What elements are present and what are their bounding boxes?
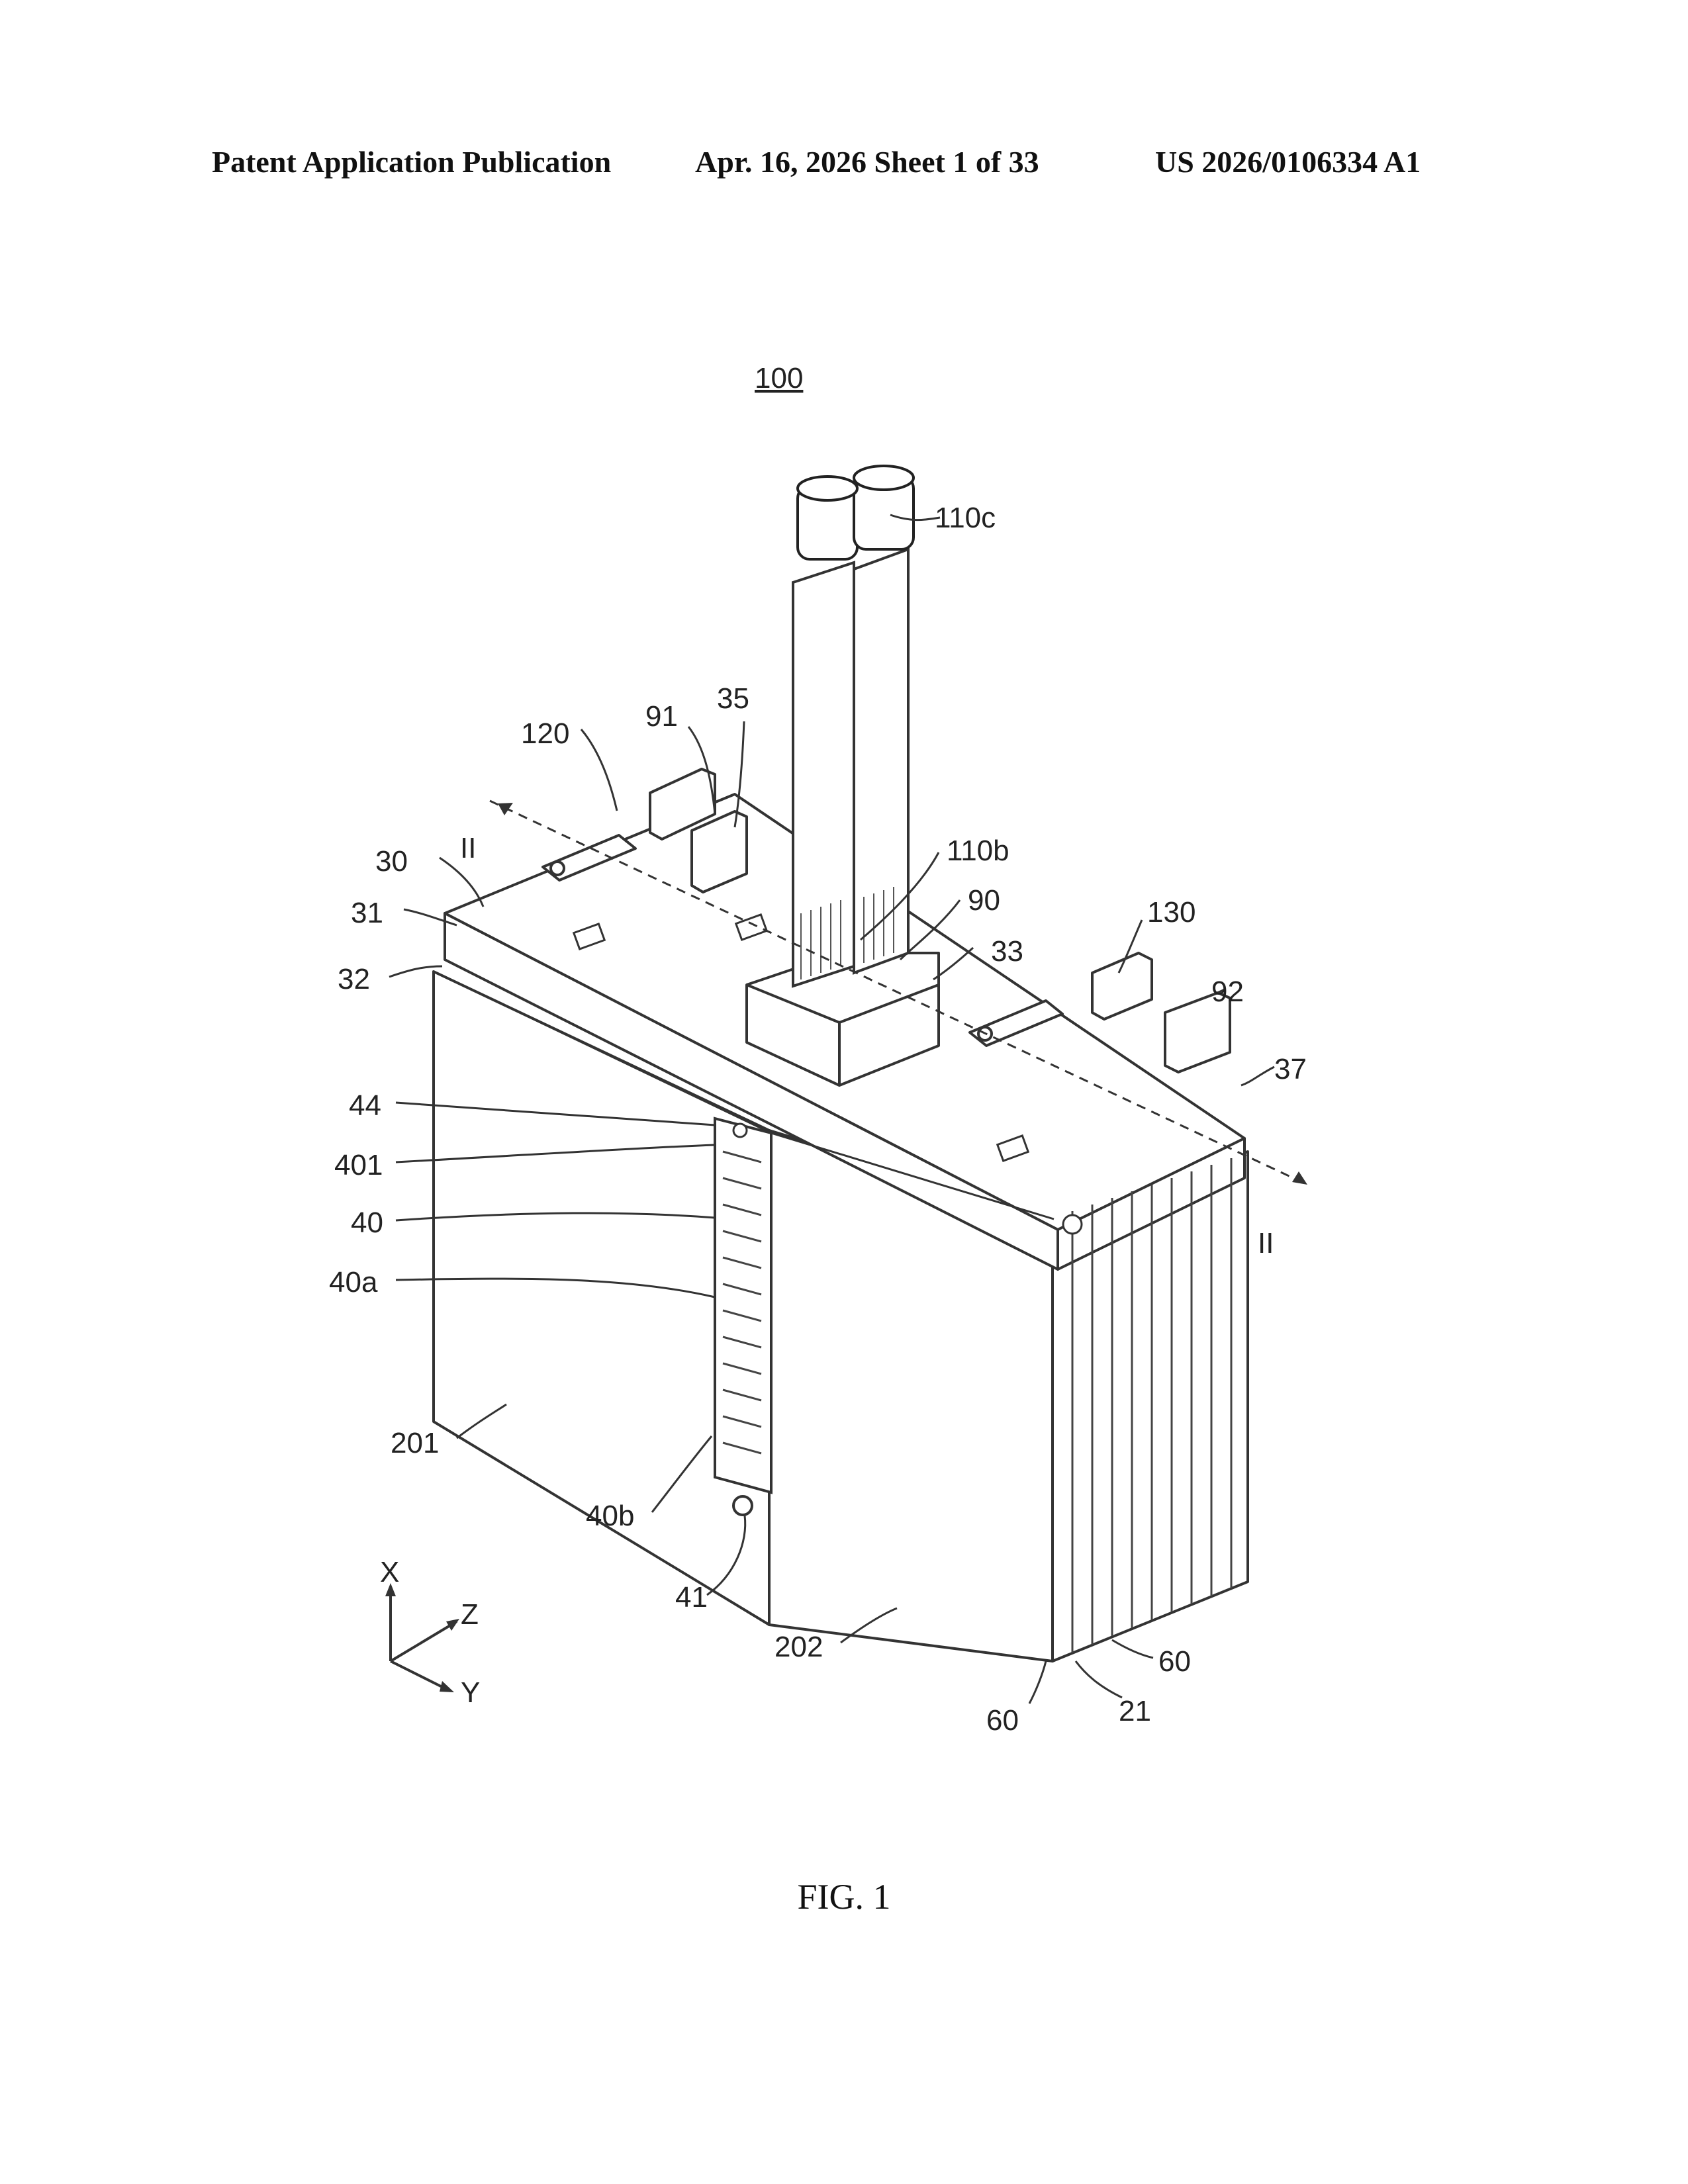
- ref-90: 90: [968, 884, 1000, 917]
- bracket-hole-bottom: [733, 1496, 752, 1515]
- ref-91: 91: [645, 700, 678, 733]
- ref-II-right: II: [1258, 1227, 1274, 1259]
- axis-label-z: Z: [461, 1598, 479, 1631]
- ref-110b: 110b: [947, 835, 1009, 867]
- ref-II-left: II: [460, 832, 476, 864]
- ref-202: 202: [774, 1631, 823, 1663]
- ref-31: 31: [351, 897, 383, 929]
- figure-caption: FIG. 1: [0, 1876, 1688, 1917]
- ref-120: 120: [521, 717, 569, 750]
- axis-label-x: X: [380, 1556, 399, 1588]
- ref-130: 130: [1147, 896, 1196, 929]
- top-connectors: [798, 466, 914, 559]
- ref-30: 30: [375, 845, 408, 878]
- ref-40b: 40b: [586, 1500, 634, 1532]
- ref-92: 92: [1211, 976, 1244, 1008]
- ref-21: 21: [1119, 1695, 1151, 1727]
- ref-33: 33: [991, 935, 1023, 968]
- ref-37: 37: [1274, 1053, 1307, 1085]
- bracket-hole-top: [733, 1124, 747, 1137]
- ref-41: 41: [675, 1581, 708, 1614]
- ref-35: 35: [717, 682, 749, 715]
- ladder-bracket: [715, 1118, 771, 1492]
- ref-401: 401: [334, 1149, 383, 1181]
- ref-40a: 40a: [329, 1266, 378, 1298]
- ref-40: 40: [351, 1206, 383, 1239]
- ref-32: 32: [338, 963, 370, 995]
- axis-glyph: [391, 1588, 457, 1691]
- ref-201: 201: [391, 1427, 439, 1459]
- ref-110c: 110c: [935, 502, 996, 534]
- ref-44: 44: [349, 1089, 381, 1122]
- ref-60-right: 60: [1158, 1645, 1191, 1678]
- ref-60-left: 60: [986, 1704, 1019, 1737]
- ref-100: 100: [755, 362, 803, 394]
- axis-label-y: Y: [461, 1676, 480, 1709]
